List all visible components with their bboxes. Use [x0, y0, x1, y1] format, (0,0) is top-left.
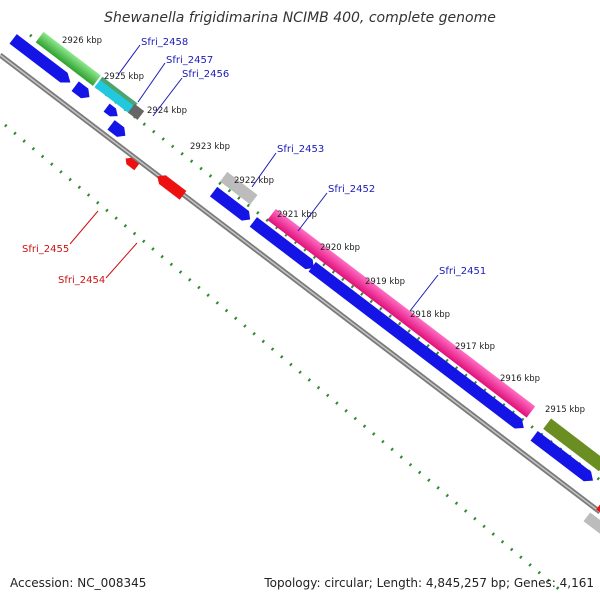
scale-label-2921: 2921 kbp: [277, 210, 317, 220]
forward-cds-track: [9, 34, 594, 482]
cds-forward-arrow: [9, 34, 71, 83]
cds-forward-arrow: [103, 103, 118, 117]
gene-labels: Sfri_2458 Sfri_2457 Sfri_2456 Sfri_2453 …: [22, 37, 486, 286]
gene-label-sfri-2454[interactable]: Sfri_2454: [58, 275, 105, 286]
scale-tick-lines: [4, 33, 600, 592]
cds-forward-arrow: [308, 261, 524, 429]
feature-cyan: [94, 76, 138, 114]
gene-label-sfri-2452[interactable]: Sfri_2452: [328, 184, 375, 195]
scale-label-2925: 2925 kbp: [104, 72, 144, 82]
scale-label-2920: 2920 kbp: [320, 243, 360, 253]
cds-forward-arrow: [209, 186, 251, 221]
feature-olive: [543, 418, 600, 472]
genome-stats-text: Topology: circular; Length: 4,845,257 bp…: [263, 576, 594, 590]
cds-forward-arrow: [71, 81, 90, 99]
feature-tracks: [9, 31, 600, 542]
scale-labels: 2926 kbp 2925 kbp 2924 kbp 2923 kbp 2922…: [62, 36, 585, 415]
feature-darkgray: [127, 103, 145, 120]
feature-gray: [220, 171, 258, 205]
scale-line-lower: [4, 123, 561, 592]
gene-label-sfri-2457[interactable]: Sfri_2457: [166, 55, 213, 66]
gene-label-sfri-2451[interactable]: Sfri_2451: [439, 266, 486, 277]
gene-label-sfri-2453[interactable]: Sfri_2453: [277, 144, 324, 155]
gene-label-sfri-2458[interactable]: Sfri_2458: [141, 37, 188, 48]
cds-reverse-arrow: [157, 175, 187, 200]
cds-forward-arrow: [249, 217, 314, 270]
scale-label-2923: 2923 kbp: [190, 142, 230, 152]
reverse-cds-track: [125, 157, 600, 542]
scale-label-2919: 2919 kbp: [365, 277, 405, 287]
gene-label-sfri-2456[interactable]: Sfri_2456: [182, 69, 229, 80]
feature-pink: [267, 208, 536, 418]
scale-label-2915: 2915 kbp: [545, 405, 585, 415]
scale-label-2926: 2926 kbp: [62, 36, 102, 46]
scale-label-2916: 2916 kbp: [500, 374, 540, 384]
feature-gray-lower: [583, 512, 600, 542]
genome-backbone: [0, 53, 600, 514]
feature-olive-small: [100, 76, 138, 107]
gene-label-sfri-2455[interactable]: Sfri_2455: [22, 244, 69, 255]
scale-label-2918: 2918 kbp: [410, 310, 450, 320]
accession-text: Accession: NC_008345: [10, 576, 146, 590]
scale-label-2922: 2922 kbp: [234, 176, 274, 186]
cds-forward-arrow: [107, 120, 126, 137]
gene-leader-lines: [69, 44, 439, 312]
scale-label-2917: 2917 kbp: [455, 342, 495, 352]
feature-green: [35, 31, 101, 86]
scale-label-2924: 2924 kbp: [147, 106, 187, 116]
cds-forward-arrow: [530, 431, 594, 482]
cds-reverse-arrow: [125, 157, 140, 171]
page-title: Shewanella frigidimarina NCIMB 400, comp…: [104, 10, 496, 26]
